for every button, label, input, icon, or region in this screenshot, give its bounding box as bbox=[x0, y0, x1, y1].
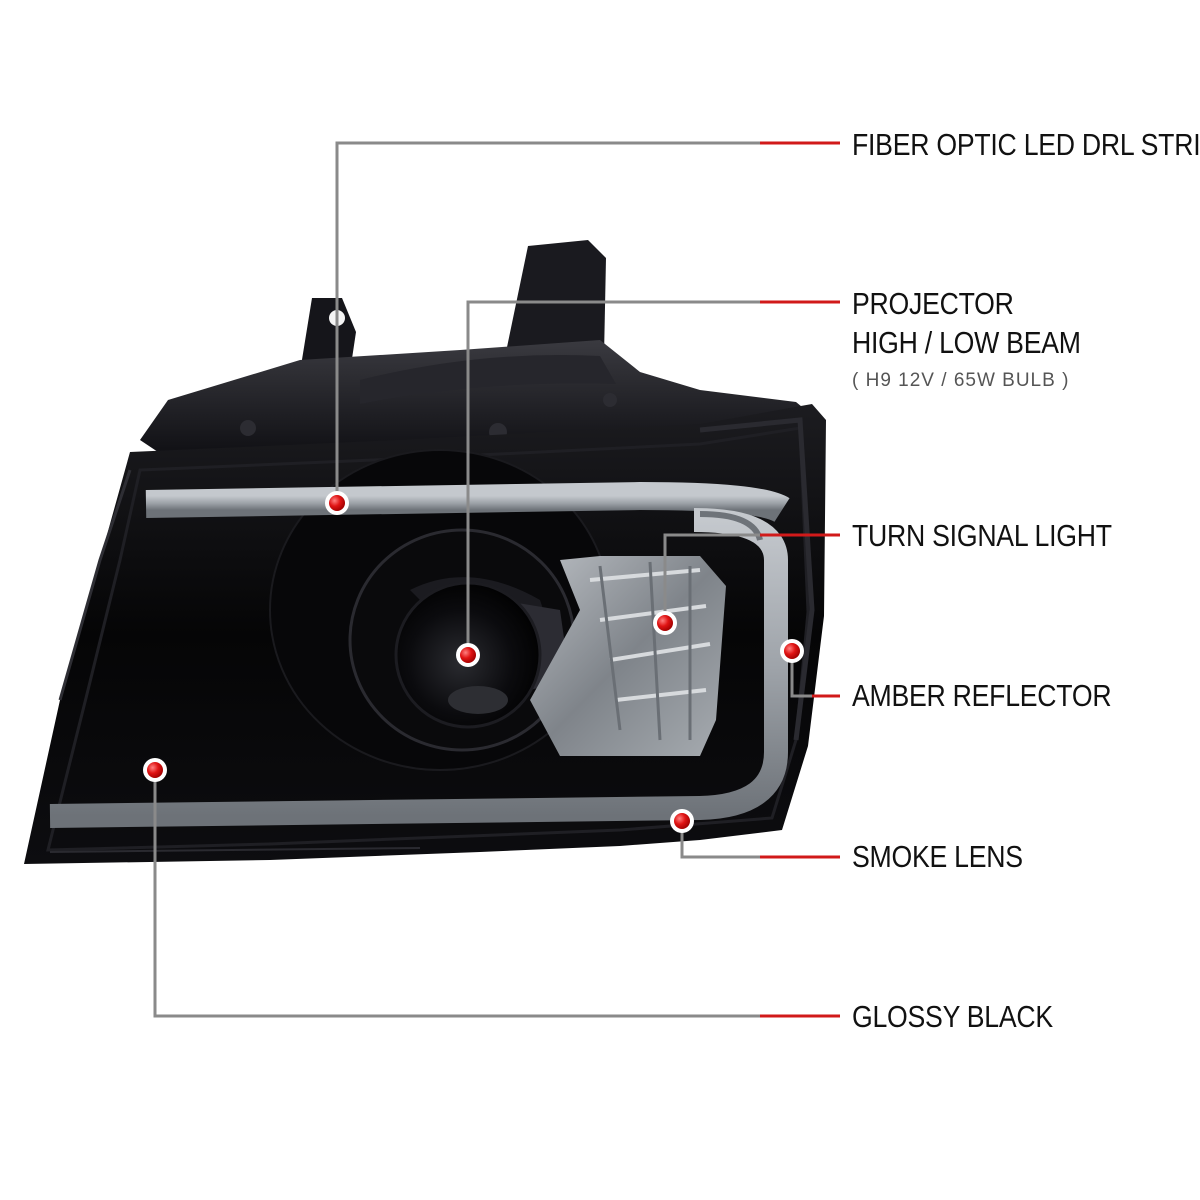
label-bulb-spec: ( H9 12V / 65W BULB ) bbox=[852, 370, 1070, 391]
marker-smoke-lens bbox=[670, 809, 694, 833]
label-projector: PROJECTOR bbox=[852, 286, 1014, 321]
label-turn-signal-light: TURN SIGNAL LIGHT bbox=[852, 518, 1112, 553]
headlight bbox=[24, 240, 826, 864]
label-amber-reflector: AMBER REFLECTOR bbox=[852, 678, 1112, 713]
mounting-bracket-right bbox=[506, 240, 606, 356]
marker-projector bbox=[456, 643, 480, 667]
label-smoke-lens: SMOKE LENS bbox=[852, 839, 1023, 874]
callout-markers bbox=[143, 491, 804, 833]
label-high-low-beam: HIGH / LOW BEAM bbox=[852, 325, 1081, 360]
marker-glossy-black bbox=[143, 758, 167, 782]
leader-lines bbox=[153, 141, 840, 1018]
marker-fiber-optic bbox=[325, 491, 349, 515]
leader-turn-signal bbox=[663, 533, 760, 623]
leader-glossy-black bbox=[153, 770, 760, 1018]
label-glossy-black: GLOSSY BLACK bbox=[852, 999, 1053, 1034]
leader-projector bbox=[466, 300, 760, 655]
marker-amber-reflector bbox=[780, 639, 804, 663]
marker-turn-signal bbox=[653, 611, 677, 635]
leader-amber-reflector bbox=[790, 651, 812, 698]
label-fiber-optic-led-drl-strip: FIBER OPTIC LED DRL STRIP bbox=[852, 127, 1200, 162]
leader-fiber-optic bbox=[335, 141, 760, 503]
